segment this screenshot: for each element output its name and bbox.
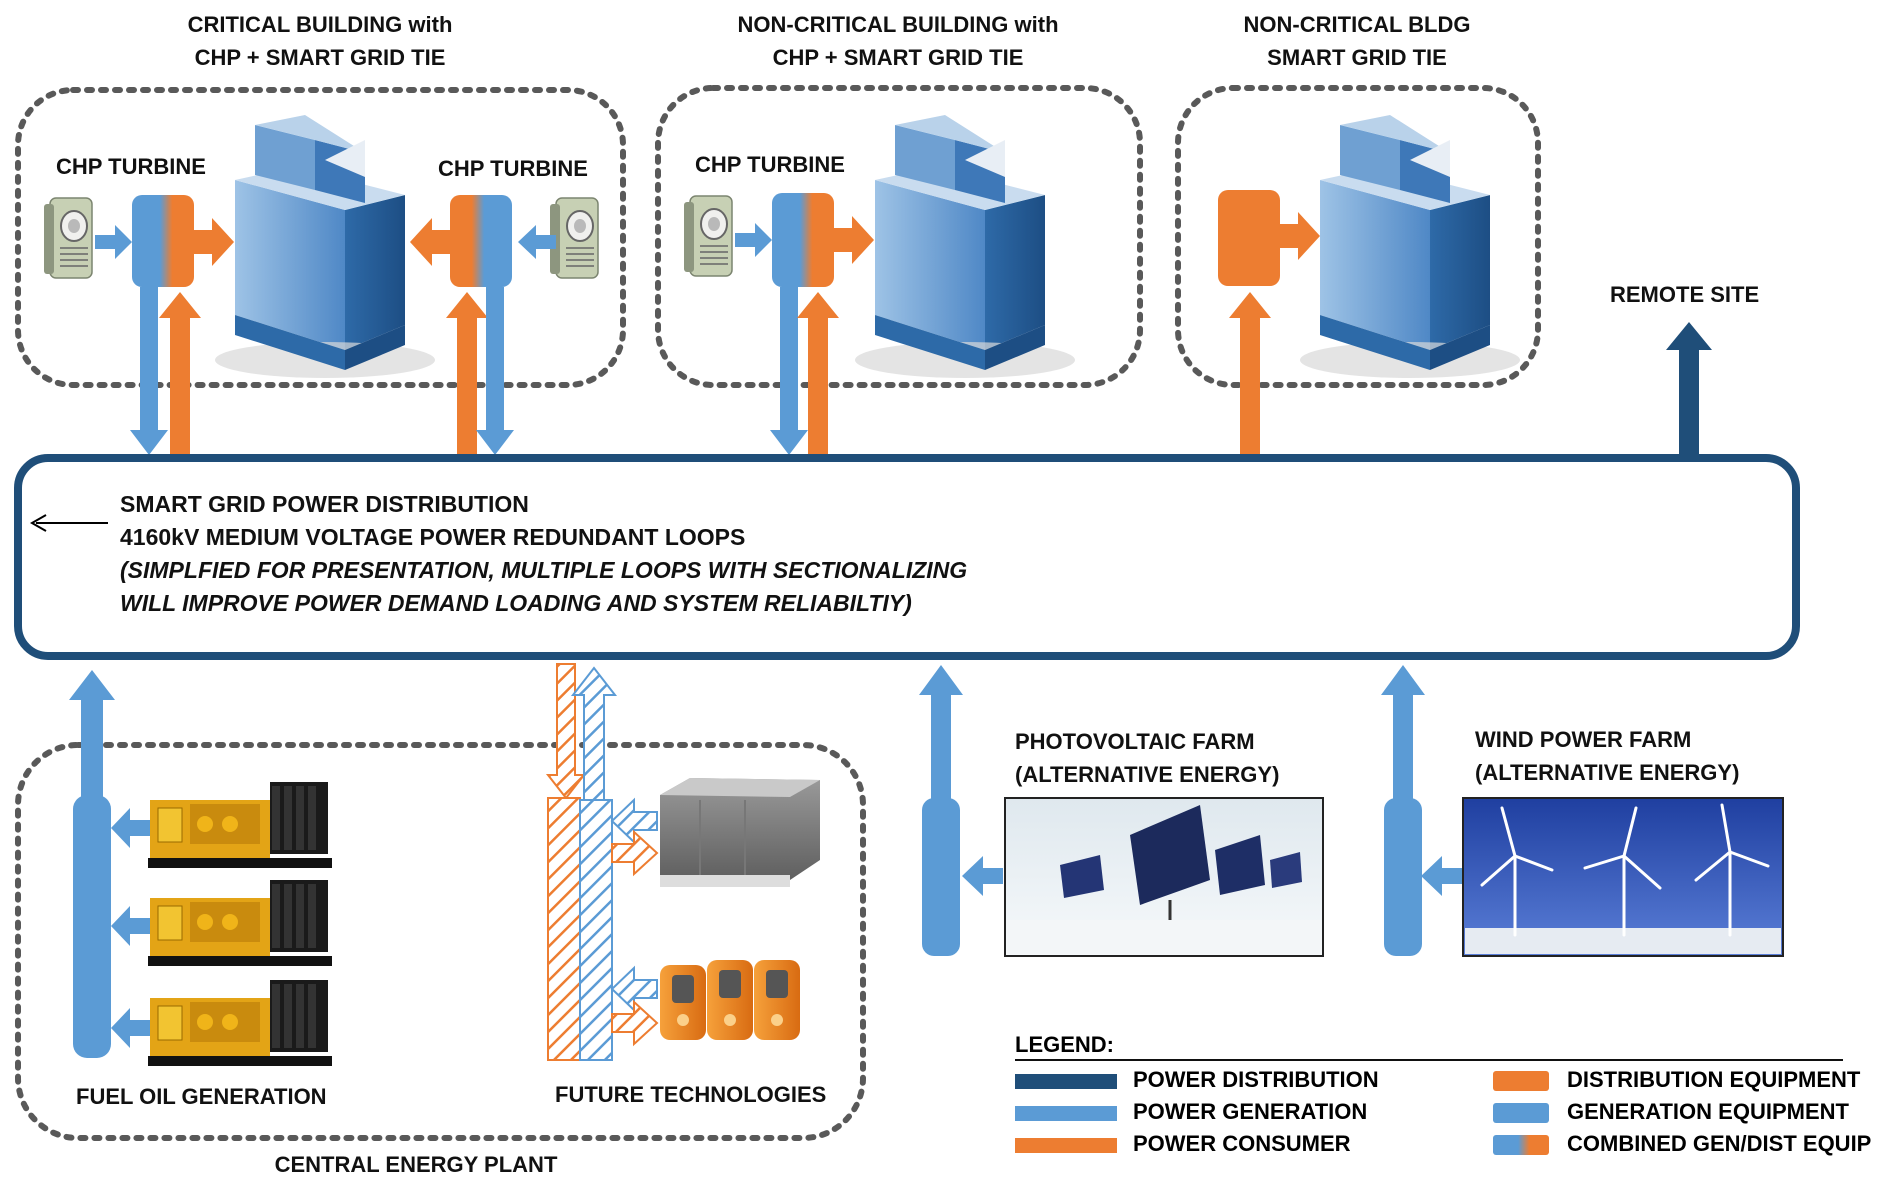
smart-grid-description: SMART GRID POWER DISTRIBUTION 4160kV MED… [120,491,968,616]
generation-arrow [111,808,150,848]
legend-swatch-generation-equipment [1493,1103,1549,1123]
future-consumer-arrow [611,999,659,1047]
generation-down-arrow [476,287,514,455]
legend-title: LEGEND: [1015,1032,1114,1057]
combined-equipment-icon [450,195,512,287]
wind-farm-label: WIND POWER FARM(ALTERNATIVE ENERGY) [1475,727,1740,785]
noncritical-tie-enclosure [1175,85,1541,388]
fuel-cell-icon [660,960,800,1040]
legend-item: GENERATION EQUIPMENT [1567,1099,1849,1124]
generation-down-arrow [770,287,808,455]
consumer-up-arrow [446,292,488,455]
future-generation-arrow [610,965,658,1013]
legend-item: DISTRIBUTION EQUIPMENT [1567,1067,1861,1092]
consumer-up-arrow [797,292,839,455]
diesel-generator-icon [147,879,333,967]
diesel-generator-icon [147,979,333,1067]
generation-arrow [111,1008,150,1048]
legend-swatch-generation [1015,1106,1117,1121]
wind-generation-bar [1384,798,1422,956]
future-technologies-label: FUTURE TECHNOLOGIES [555,1082,827,1107]
loop-direction-arrowhead [29,514,47,532]
future-distribution-bar [547,797,581,1061]
chp-turbine-label: CHP TURBINE [56,154,206,179]
consumer-up-arrow [159,292,201,455]
remote-site-label: REMOTE SITE [1610,282,1760,307]
chp-turbine-icon [549,197,599,279]
generation-arrow [111,906,150,946]
consumer-arrow [194,218,234,266]
central-energy-plant-label: CENTRAL ENERGY PLANT [274,1152,558,1177]
chp-turbine-label: CHP TURBINE [438,156,588,181]
generation-up-arrow [69,670,115,800]
combined-equipment-icon [772,193,834,287]
consumer-up-arrow [1229,292,1271,455]
photovoltaic-farm-label: PHOTOVOLTAIC FARM(ALTERNATIVE ENERGY) [1015,729,1280,787]
generation-arrow [95,225,132,259]
generation-arrow [1421,856,1462,896]
combined-equipment-icon [132,195,194,287]
future-generation-arrow [570,666,618,801]
generation-arrow [735,223,772,257]
pv-generation-bar [922,798,960,956]
photovoltaic-farm-photo [1004,797,1324,957]
future-generation-bar [579,799,613,1061]
chp-turbine-label: CHP TURBINE [695,152,845,177]
diesel-generator-icon [147,781,333,869]
chp-turbine-icon [683,195,733,277]
chp-turbine-icon [43,197,93,279]
future-consumer-arrow [545,663,587,800]
absorption-chiller-icon [660,778,820,887]
noncritical-tie-building-icon [1300,115,1520,378]
central-plant-enclosure [15,742,866,1141]
generation-down-arrow [130,287,168,455]
legend-item: COMBINED GEN/DIST EQUIP [1567,1131,1872,1156]
legend-divider [1015,1059,1843,1061]
generation-up-arrow [919,665,963,800]
distribution-equipment-icon [1218,190,1280,286]
distribution-up-arrow [1666,322,1712,458]
generation-arrow [518,225,556,259]
smart-grid-loop [14,454,1800,660]
generation-arrow [962,856,1003,896]
noncritical-chp-building-icon [855,115,1075,378]
legend-swatch-combined-equipment [1493,1135,1549,1155]
generation-bus-bar [73,795,111,1058]
legend-item: POWER GENERATION [1133,1099,1368,1124]
consumer-arrow [834,216,874,264]
critical-building-enclosure [15,87,626,388]
consumer-arrow [410,218,450,266]
legend-swatch-distribution [1015,1074,1117,1089]
wind-farm-photo [1462,797,1784,957]
legend-swatch-consumer [1015,1138,1117,1153]
legend-item: POWER DISTRIBUTION [1133,1067,1379,1092]
generation-up-arrow [1381,665,1425,800]
noncritical-chp-enclosure [655,85,1143,388]
future-consumer-arrow [611,829,659,877]
legend-swatch-distribution-equipment [1493,1071,1549,1091]
consumer-arrow [1280,212,1320,260]
future-generation-arrow [610,797,658,845]
fuel-oil-generation-label: FUEL OIL GENERATION [76,1084,327,1109]
critical-building-icon [215,115,435,378]
legend-item: POWER CONSUMER [1133,1131,1351,1156]
